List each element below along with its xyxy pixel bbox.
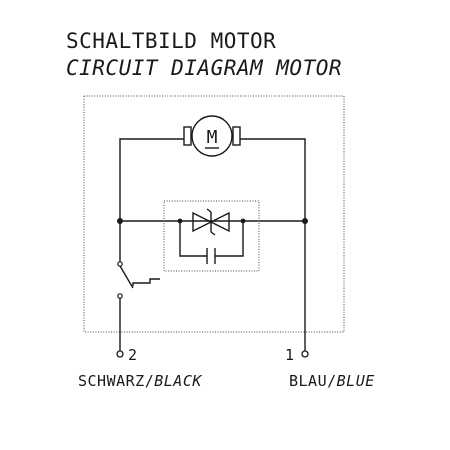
terminal-1-label: BLAU/BLUE [289,372,375,390]
title-line-1: SCHALTBILD MOTOR [66,29,276,53]
junction-right [302,218,308,224]
wire-cap-left [179,221,207,257]
terminal-2-label-en: BLACK [154,372,202,390]
terminal-1-label-en: BLUE [337,372,375,390]
motor-symbol: M [183,115,241,157]
junction-cap-left [177,218,183,224]
junction-left [117,218,123,224]
junction-cap-right [240,218,246,224]
title-line-2: CIRCUIT DIAGRAM MOTOR [66,56,342,80]
terminal-2-connector[interactable] [116,350,124,358]
housing-boundary [83,95,345,333]
terminal-2-label-de: SCHWARZ/ [78,372,154,390]
terminal-2-label: SCHWARZ/BLACK [78,372,202,390]
wire-cap-right [215,221,244,257]
bidirectional-zener-icon [192,208,230,236]
capacitor-icon [206,248,216,264]
terminal-2-number: 2 [128,346,138,364]
thermal-switch-icon [117,261,160,299]
terminal-1-number: 1 [285,346,295,364]
terminal-1-connector[interactable] [301,350,309,358]
suppressor-box [163,200,260,272]
terminal-1-label-de: BLAU/ [289,372,337,390]
motor-label: M [207,127,218,148]
wire-right-rail [240,138,306,352]
wire-left-rail [119,138,184,352]
